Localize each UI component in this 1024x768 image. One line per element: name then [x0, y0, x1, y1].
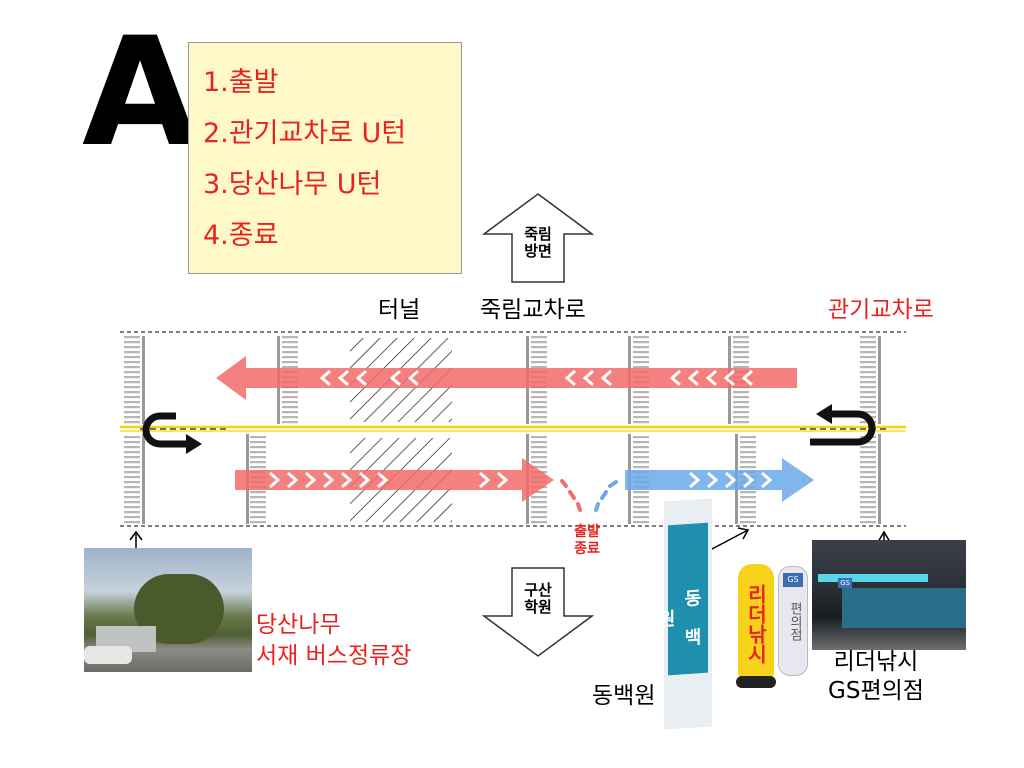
end-label: 종료 — [574, 541, 600, 557]
bus-stop-photo — [84, 548, 252, 672]
step-4: 4.종료 — [203, 220, 279, 251]
steps-note: 1.출발 2.관기교차로 U턴 3.당산나무 U턴 4.종료 — [188, 42, 462, 274]
direction-up-line2: 방면 — [524, 242, 552, 260]
jukrim-intersection-label: 죽림교차로 — [480, 297, 586, 323]
gs-store-label: GS편의점 — [828, 678, 924, 704]
convenience-balloon: GS 편의점 — [778, 566, 808, 676]
dongbaekwon-label: 동백원 — [592, 683, 656, 709]
bus-stop-label-line2: 서재 버스정류장 — [256, 643, 412, 669]
step-1: 1.출발 — [203, 67, 279, 98]
tunnel-label: 터널 — [378, 297, 421, 323]
road-diagram — [120, 331, 906, 527]
uturn-left-icon — [142, 412, 188, 448]
leader-fishing-balloon: 리더낚시 — [738, 564, 774, 686]
direction-down-line1: 구산 — [524, 581, 552, 599]
section-letter: A — [82, 6, 198, 180]
route-blue-lower — [625, 458, 814, 502]
direction-up-line1: 죽림 — [524, 225, 552, 243]
route-red-upper — [216, 356, 797, 400]
gwangi-intersection-label: 관기교차로 — [828, 297, 934, 323]
direction-down-line2: 학원 — [524, 598, 552, 616]
store-photo: GS — [812, 540, 966, 650]
step-3: 3.당산나무 U턴 — [203, 169, 382, 200]
route-red-lower — [235, 458, 554, 502]
bus-stop-label-line1: 당산나무 — [256, 612, 341, 638]
dongbaek-sign: 동 백 원 — [655, 498, 712, 730]
uturn-right-icon — [810, 410, 876, 446]
start-label: 출발 — [574, 524, 600, 540]
step-2: 2.관기교차로 U턴 — [203, 118, 407, 149]
leader-fishing-label: 리더낚시 — [833, 649, 919, 675]
direction-up-arrow — [482, 193, 594, 283]
direction-down-arrow — [482, 567, 594, 657]
